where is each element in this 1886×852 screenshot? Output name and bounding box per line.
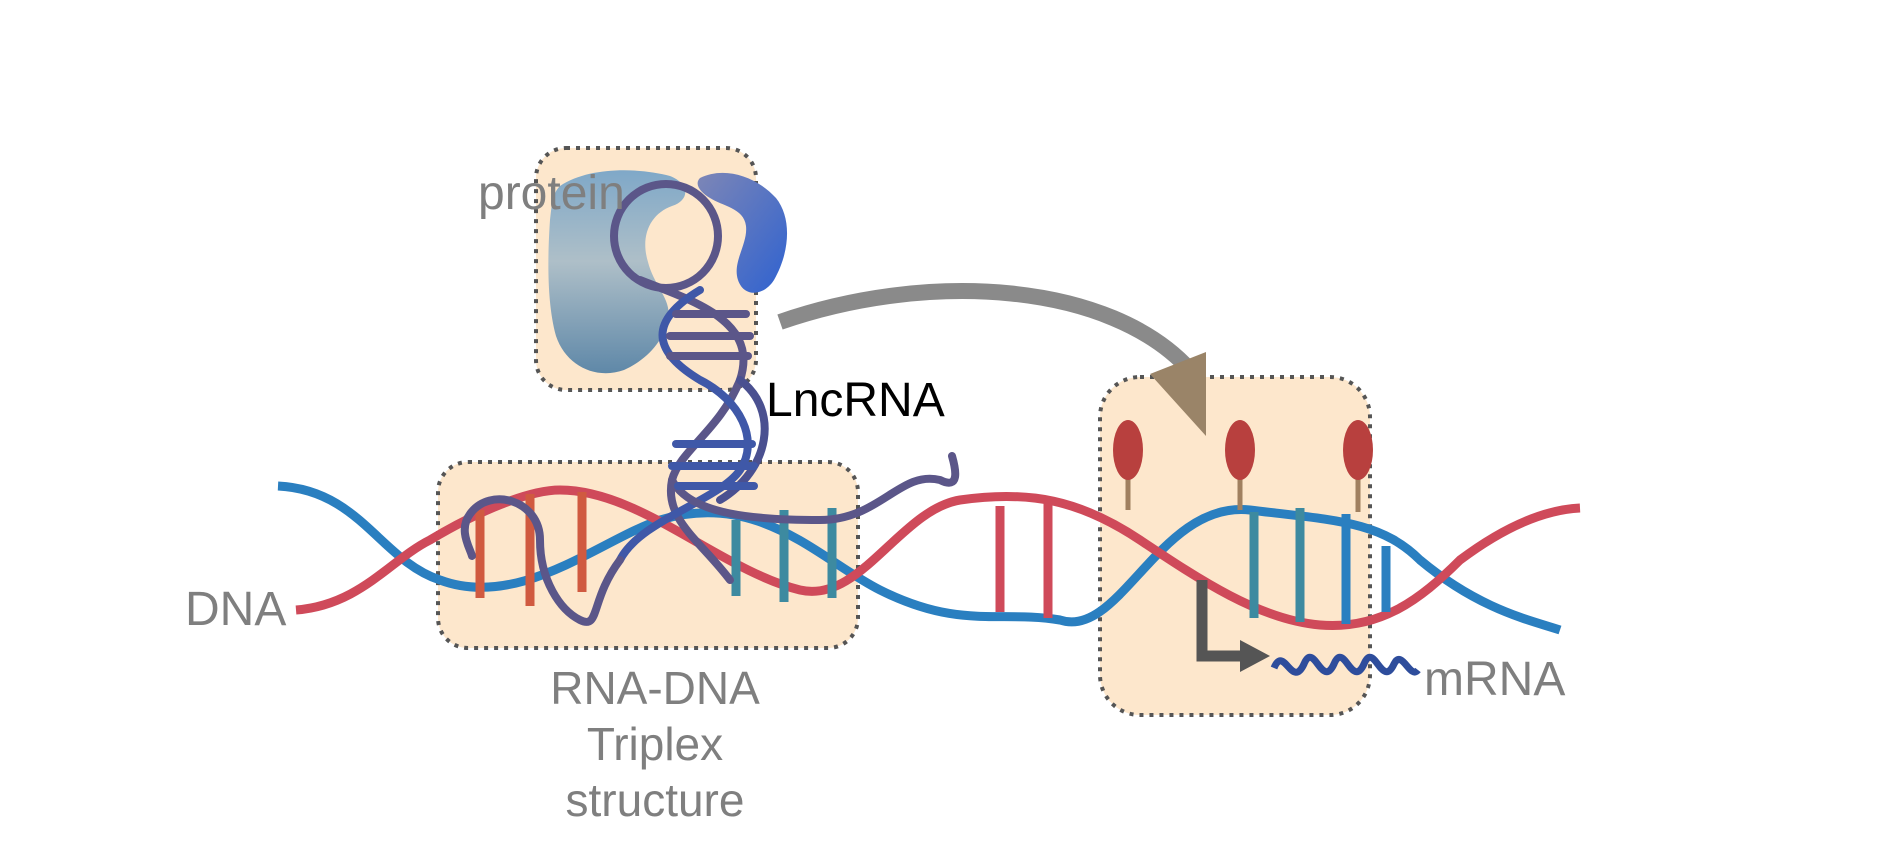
dna-base-pairs bbox=[475, 492, 1391, 624]
triplex-label-line: structure bbox=[565, 774, 745, 826]
target-gene-box bbox=[1098, 375, 1372, 717]
protein-subunit-icon bbox=[697, 172, 788, 293]
protein-blob-icon bbox=[548, 170, 686, 374]
methylation-lollipop-icon bbox=[1225, 420, 1255, 480]
triplex-label-line: RNA-DNA bbox=[550, 662, 760, 714]
regulation-arrow bbox=[777, 283, 1196, 376]
dna-strand-blue bbox=[277, 481, 1562, 635]
dna-label: DNA bbox=[185, 583, 287, 636]
methylation-lollipop-icon bbox=[1343, 420, 1373, 480]
methylation-markers bbox=[1113, 420, 1373, 512]
mrna-label: mRNA bbox=[1424, 653, 1566, 706]
lncrna-molecule bbox=[460, 180, 960, 626]
dna-strand-red bbox=[295, 485, 1581, 631]
protein-label: protein bbox=[478, 167, 625, 220]
mrna-transcript bbox=[1270, 653, 1421, 676]
triplex-label: RNA-DNA Triplex structure bbox=[505, 660, 805, 828]
arrow-head-icon bbox=[1150, 352, 1206, 436]
transcription-start-arrow-icon bbox=[1196, 580, 1270, 672]
lncrna-label: LncRNA bbox=[766, 374, 945, 427]
triplex-label-line: Triplex bbox=[586, 718, 724, 770]
triplex-box bbox=[436, 460, 860, 650]
methylation-lollipop-icon bbox=[1113, 420, 1143, 480]
